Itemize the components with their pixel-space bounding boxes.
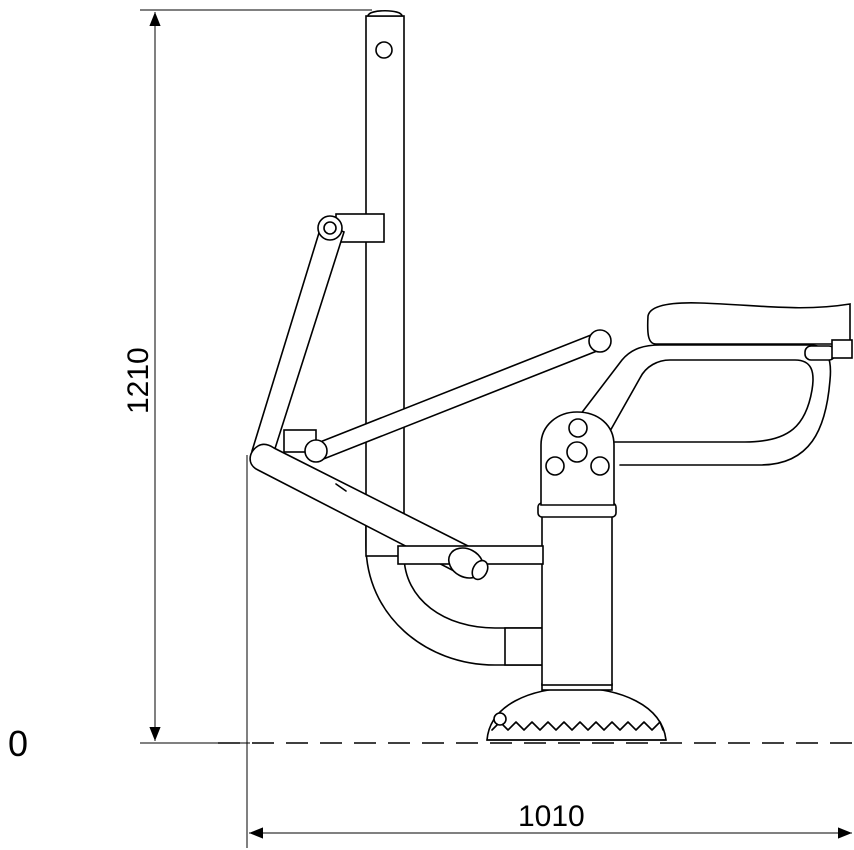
width-dimension-label: 1010	[518, 800, 585, 833]
height-dimension-label: 1210	[122, 347, 155, 414]
pivot-bolt-center	[566, 441, 588, 463]
column-top-bolt	[375, 41, 393, 59]
handle-lever	[249, 443, 544, 581]
seat-clamp	[804, 345, 836, 361]
vertical-column	[335, 9, 405, 557]
seat-frame	[579, 344, 832, 466]
pivot-bolt-top	[568, 418, 588, 438]
upper-link-arm	[251, 215, 345, 460]
rod-lever-pivot	[304, 439, 328, 463]
handle-end-cap	[471, 559, 489, 581]
lower-frame-clamp	[504, 627, 546, 666]
fitness-equipment	[249, 9, 853, 741]
connecting-rod	[283, 329, 612, 463]
pivot-bolt-left	[545, 456, 565, 476]
rod-seat-pivot	[588, 329, 612, 353]
width-dimension: 1010	[246, 455, 852, 848]
column-top-cap	[367, 9, 403, 17]
height-dimension: 1210	[122, 9, 372, 744]
ground-level-label: 0	[8, 723, 28, 764]
base-plate	[486, 683, 667, 741]
support-post	[537, 411, 617, 686]
base-bolt	[493, 712, 507, 726]
seat-end-cap	[831, 339, 853, 359]
seat-cushion	[646, 302, 851, 345]
column-bracket	[335, 213, 385, 243]
pivot-bolt-right	[590, 456, 610, 476]
